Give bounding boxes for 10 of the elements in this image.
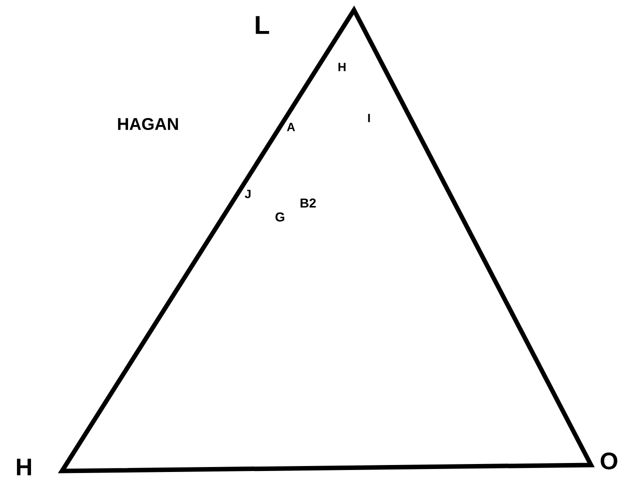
vertex-label: L <box>256 16 270 34</box>
vertex-label: H <box>16 458 32 476</box>
point-label: H <box>338 62 346 72</box>
point-label: I <box>368 114 370 122</box>
point-label: G <box>276 212 284 222</box>
vertex-label: O <box>600 452 618 470</box>
point-label: B2 <box>300 198 316 208</box>
point-label: A <box>286 122 295 132</box>
region-label: HAGAN <box>118 118 178 130</box>
point-label: J <box>244 190 250 198</box>
